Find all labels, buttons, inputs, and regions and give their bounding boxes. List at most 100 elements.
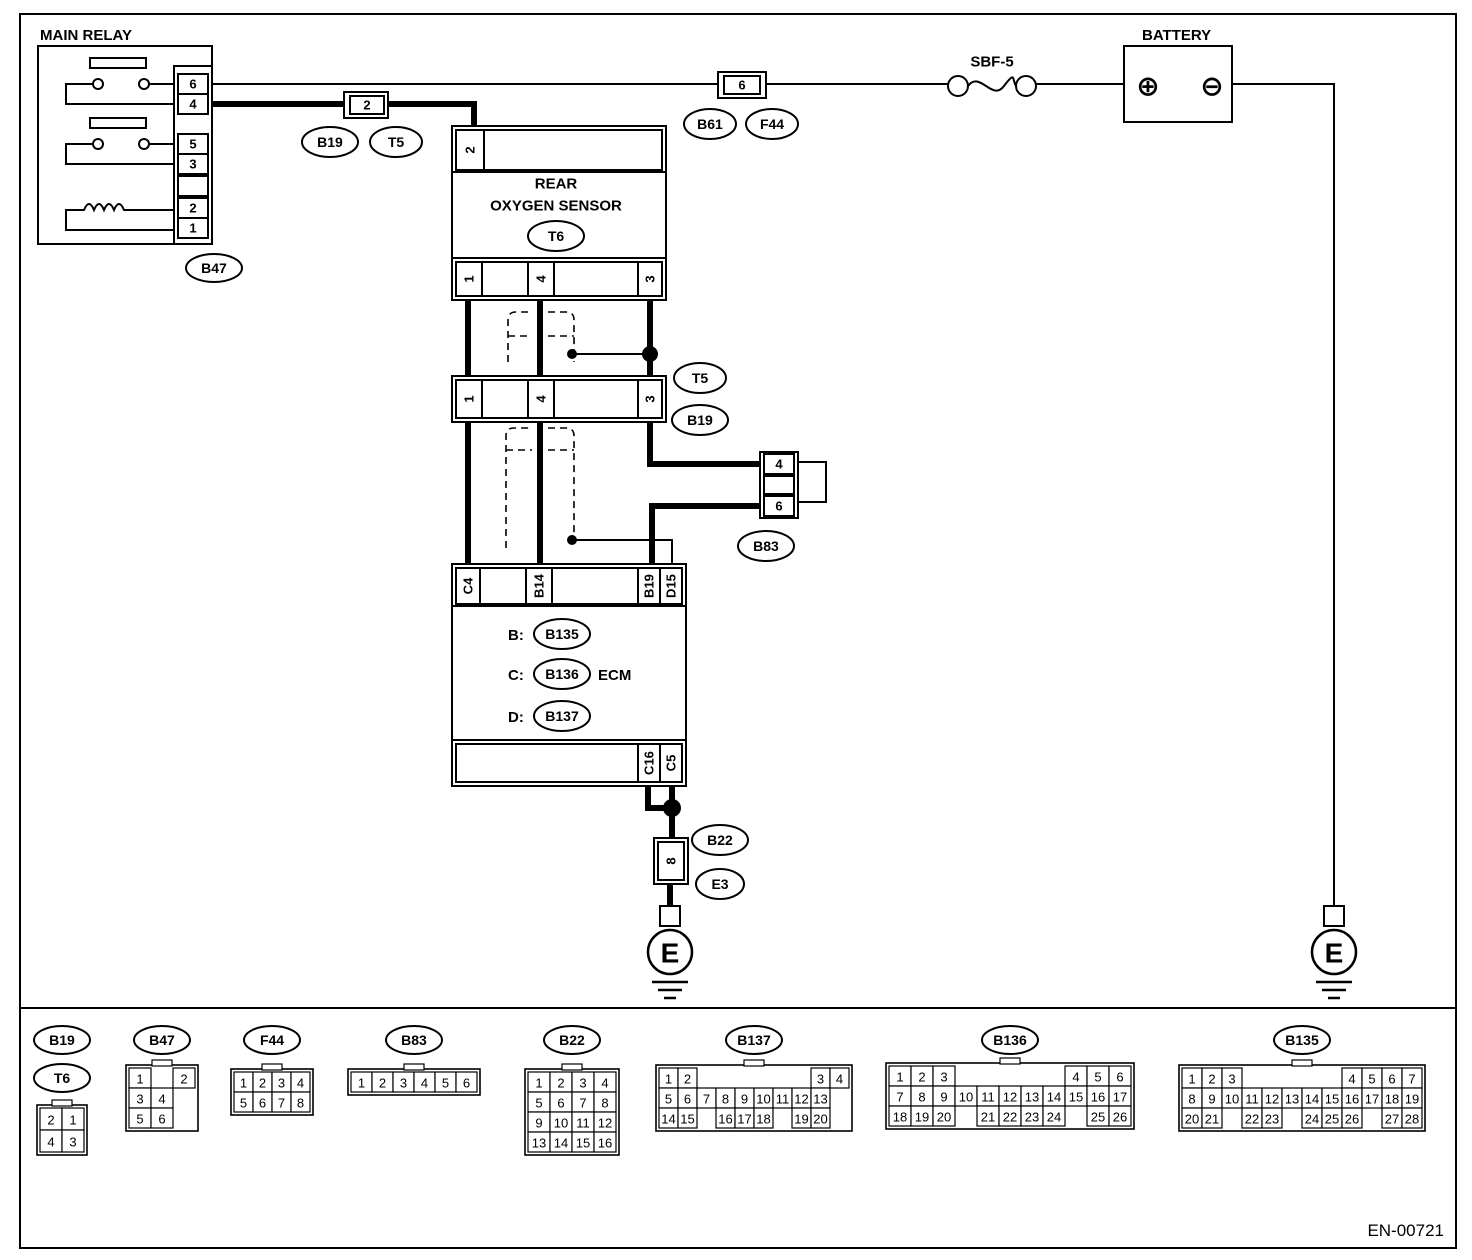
- legend-pin: 5: [442, 1076, 449, 1091]
- legend-pin: 3: [400, 1076, 407, 1091]
- legend-tag: B136: [993, 1032, 1027, 1048]
- legend-pin: 9: [535, 1116, 542, 1131]
- ground-left: E: [646, 905, 694, 1000]
- legend-pin: 4: [158, 1092, 165, 1107]
- legend-pin: 14: [1305, 1092, 1319, 1107]
- legend-pin: 13: [1285, 1092, 1299, 1107]
- legend-pin: 23: [1025, 1110, 1039, 1125]
- legend-tag: B135: [1285, 1032, 1319, 1048]
- connector-b83: 4 6 B83: [737, 451, 827, 562]
- svg-text:E3: E3: [711, 876, 728, 892]
- svg-text:C:: C:: [508, 667, 524, 684]
- legend-pin: 6: [1116, 1070, 1123, 1085]
- legend-pin: 25: [1091, 1110, 1105, 1125]
- inline-connector-b61-f44: 6 B61 F44: [683, 71, 799, 140]
- relay-pin: 5: [189, 137, 196, 152]
- legend-tag: B22: [559, 1032, 585, 1048]
- legend-pin: 3: [940, 1070, 947, 1085]
- joint-connector-t5-b19: 1 4 3 T5 B19: [451, 362, 729, 436]
- legend-pin: 14: [554, 1136, 568, 1151]
- legend-pin: 3: [69, 1135, 76, 1150]
- svg-text:F44: F44: [760, 116, 784, 132]
- legend-pin: 16: [1345, 1092, 1359, 1107]
- splice-dot-shield-top: [642, 346, 658, 362]
- legend-tag: F44: [260, 1032, 284, 1048]
- relay-pin: 1: [189, 221, 196, 236]
- legend-pin: 17: [1113, 1090, 1127, 1105]
- legend-pin: 18: [756, 1112, 770, 1127]
- legend-pin: 15: [1325, 1092, 1339, 1107]
- legend-pin: 10: [1225, 1092, 1239, 1107]
- legend-pin: 24: [1047, 1110, 1061, 1125]
- svg-text:C16: C16: [642, 751, 657, 775]
- ground-icon: E: [661, 938, 680, 969]
- legend-pin: 5: [1094, 1070, 1101, 1085]
- svg-text:T5: T5: [388, 134, 405, 150]
- legend-pin: 7: [703, 1092, 710, 1107]
- connector-tag-b47: B47: [201, 260, 227, 276]
- wires: [209, 83, 1335, 911]
- main-relay-title: MAIN RELAY: [40, 27, 132, 44]
- legend-pin: 2: [557, 1076, 564, 1091]
- svg-text:B19: B19: [317, 134, 343, 150]
- legend-pin: 16: [718, 1112, 732, 1127]
- legend-pin: 5: [136, 1112, 143, 1127]
- legend-pin: 19: [1405, 1092, 1419, 1107]
- legend-pin: 1: [665, 1072, 672, 1087]
- legend-pin: 11: [981, 1090, 995, 1105]
- legend-pin: 10: [756, 1092, 770, 1107]
- legend-pin: 11: [576, 1116, 590, 1131]
- legend-pin: 2: [180, 1072, 187, 1087]
- ecm: C4 B14 B19 D15 B: B135 C: B136 ECM D: B1…: [451, 563, 687, 787]
- legend-tag: B83: [401, 1032, 427, 1048]
- legend-pin: 26: [1113, 1110, 1127, 1125]
- svg-text:OXYGEN SENSOR: OXYGEN SENSOR: [490, 198, 622, 215]
- legend-pin: 4: [421, 1076, 428, 1091]
- legend-pin: 5: [665, 1092, 672, 1107]
- svg-text:D15: D15: [664, 574, 679, 598]
- svg-text:B135: B135: [545, 626, 579, 642]
- svg-text:B:: B:: [508, 627, 524, 644]
- legend-pin: 5: [535, 1096, 542, 1111]
- legend-pin: 4: [297, 1076, 304, 1091]
- legend-pin: 1: [240, 1076, 247, 1091]
- legend-pin: 20: [1185, 1112, 1199, 1127]
- legend-pin: 15: [576, 1136, 590, 1151]
- svg-text:T6: T6: [548, 228, 565, 244]
- legend-tag: B137: [737, 1032, 771, 1048]
- legend-tag: B47: [149, 1032, 175, 1048]
- legend-pin: 20: [937, 1110, 951, 1125]
- svg-text:4: 4: [534, 395, 549, 403]
- legend-pin: 23: [1265, 1112, 1279, 1127]
- legend-pin: 1: [1188, 1072, 1195, 1087]
- legend-pin: 17: [737, 1112, 751, 1127]
- legend-pin: 13: [532, 1136, 546, 1151]
- legend-pin: 1: [535, 1076, 542, 1091]
- svg-text:6: 6: [738, 78, 745, 93]
- legend-pin: 2: [918, 1070, 925, 1085]
- legend-pin: 11: [776, 1092, 790, 1107]
- legend-pin: 27: [1385, 1112, 1399, 1127]
- ground-right: E: [1310, 905, 1358, 1000]
- svg-text:1: 1: [462, 395, 477, 402]
- legend-pin: 6: [158, 1112, 165, 1127]
- svg-text:B22: B22: [707, 832, 733, 848]
- svg-text:2: 2: [363, 98, 370, 113]
- legend-pin: 8: [297, 1096, 304, 1111]
- legend-pin: 15: [680, 1112, 694, 1127]
- legend-pin: 7: [1408, 1072, 1415, 1087]
- fuse-sbf-5: SBF-5: [947, 54, 1037, 97]
- svg-text:B137: B137: [545, 708, 579, 724]
- relay-pin: 3: [189, 157, 196, 172]
- legend-pin: 24: [1305, 1112, 1319, 1127]
- legend-pin: 2: [684, 1072, 691, 1087]
- legend-pin: 2: [47, 1113, 54, 1128]
- ground-icon: E: [1325, 938, 1344, 969]
- legend-pin: 13: [813, 1092, 827, 1107]
- legend-pin: 15: [1069, 1090, 1083, 1105]
- legend-pin: 5: [240, 1096, 247, 1111]
